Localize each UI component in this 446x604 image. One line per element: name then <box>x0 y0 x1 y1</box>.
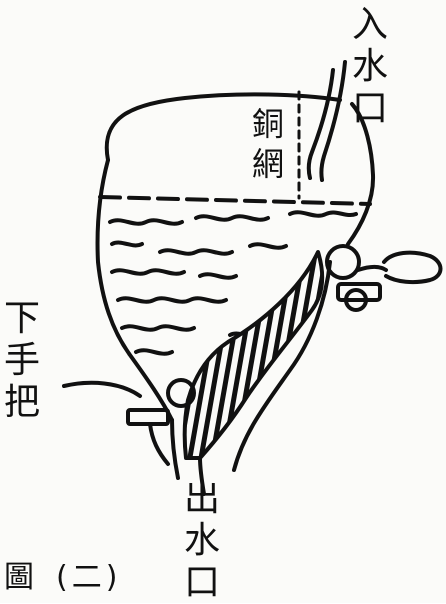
label-outlet-char-1: 出 <box>184 478 220 520</box>
outlet-pipe-left <box>172 420 178 478</box>
wave-7 <box>112 270 184 273</box>
wave-6 <box>250 244 286 247</box>
label-mesh-char-2: 網 <box>252 144 284 184</box>
wave-1 <box>110 220 182 223</box>
wave-3 <box>290 212 356 215</box>
label-outlet-char-3: 口 <box>184 562 220 604</box>
label-handle-char-2: 手 <box>4 340 40 382</box>
figure-number: (二) <box>56 560 121 595</box>
wave-11 <box>136 350 172 353</box>
tank-top-curve <box>107 94 340 160</box>
label-handle-char-1: 下 <box>4 298 40 340</box>
label-inlet: 入 水 口 <box>352 4 388 130</box>
figure-caption: 圖 (二) <box>4 560 121 596</box>
label-outlet: 出 水 口 <box>184 478 220 604</box>
label-inlet-char-3: 口 <box>352 88 388 130</box>
wave-10 <box>122 326 194 329</box>
label-inlet-char-2: 水 <box>352 46 388 88</box>
float-valve <box>327 246 441 310</box>
wave-4 <box>112 243 142 246</box>
label-mesh-char-1: 銅 <box>252 104 284 144</box>
wave-5 <box>160 250 232 253</box>
water-surface <box>100 197 370 204</box>
label-handle-char-3: 把 <box>4 382 40 424</box>
label-inlet-char-1: 入 <box>352 4 388 46</box>
wave-2 <box>196 216 268 219</box>
label-copper-mesh: 銅 網 <box>252 104 284 184</box>
label-lower-handle: 下 手 把 <box>4 298 40 424</box>
wave-8 <box>200 274 236 277</box>
figure-word: 圖 <box>4 560 38 595</box>
label-outlet-char-2: 水 <box>184 520 220 562</box>
wave-9 <box>118 298 226 301</box>
